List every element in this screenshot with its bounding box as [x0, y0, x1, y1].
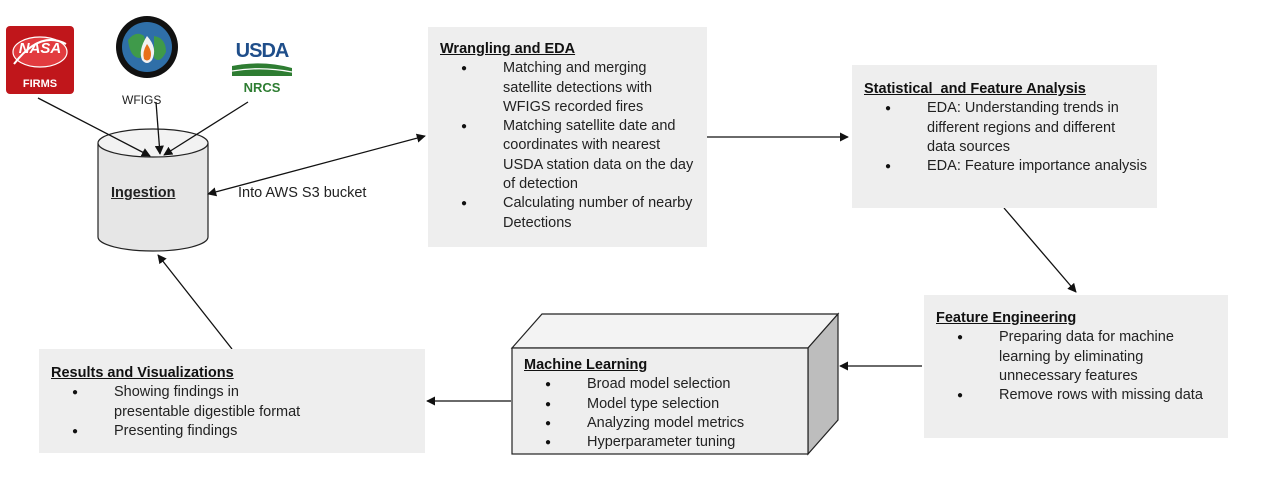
list-item: Model type selection	[524, 395, 798, 415]
arrow-usda-to-ingestion	[163, 101, 249, 156]
firms-logo-text: FIRMS	[22, 78, 58, 90]
wfigs-label: WFIGS	[122, 93, 162, 107]
arrow-statistical-to-feature	[1003, 207, 1077, 293]
arrow-wfigs-to-ingestion	[154, 101, 164, 155]
list-item: EDA: Feature importance analysis	[864, 157, 1147, 177]
statistical-analysis-list: EDA: Understanding trends in different r…	[864, 99, 1147, 176]
results-visualizations-box: Results and Visualizations Showing findi…	[39, 349, 425, 453]
list-item: Matching satellite date and coordinates …	[440, 117, 697, 194]
wfigs-logo	[114, 14, 180, 80]
arrow-results-to-ingestion	[157, 254, 233, 350]
feature-engineering-list: Preparing data for machine learning by e…	[936, 328, 1214, 405]
ingestion-edge-label: Into AWS S3 bucket	[238, 185, 367, 201]
results-visualizations-title: Results and Visualizations	[51, 365, 234, 381]
wrangling-eda-box: Wrangling and EDA Matching and merging s…	[428, 27, 707, 247]
feature-engineering-box: Feature Engineering Preparing data for m…	[924, 295, 1228, 438]
machine-learning-list: Broad model selection Model type selecti…	[524, 375, 798, 452]
ingestion-cylinder	[97, 128, 209, 252]
list-item: Presenting findings	[51, 422, 415, 442]
feature-engineering-title: Feature Engineering	[936, 310, 1077, 326]
list-item: Remove rows with missing data	[936, 386, 1214, 406]
usda-logo-text: USDA	[235, 40, 290, 62]
statistical-analysis-title: Statistical and Feature Analysis	[864, 81, 1086, 97]
list-item: Showing findings in presentable digestib…	[51, 383, 304, 422]
machine-learning-title: Machine Learning	[524, 357, 648, 373]
ingestion-title: Ingestion	[111, 185, 176, 201]
statistical-analysis-box: Statistical and Feature Analysis EDA: Un…	[852, 65, 1157, 208]
machine-learning-box: Machine Learning Broad model selection M…	[512, 348, 808, 454]
list-item: Analyzing model metrics	[524, 414, 798, 434]
usda-nrcs-logo: USDA NRCS	[232, 40, 292, 98]
wrangling-eda-list: Matching and merging satellite detection…	[440, 59, 697, 233]
nrcs-logo-text: NRCS	[243, 80, 281, 95]
nasa-firms-logo: NASA FIRMS	[6, 26, 74, 94]
list-item: Calculating number of nearby Detections	[440, 194, 697, 233]
arrow-firms-to-ingestion	[37, 97, 151, 157]
results-visualizations-list: Showing findings in presentable digestib…	[51, 383, 415, 441]
nasa-logo-text: NASA	[18, 40, 62, 57]
list-item: Preparing data for machine learning by e…	[936, 328, 1214, 386]
list-item: Hyperparameter tuning	[524, 433, 798, 453]
arrow-ingestion-wrangling	[207, 133, 426, 197]
list-item: Matching and merging satellite detection…	[440, 59, 697, 117]
wrangling-eda-title: Wrangling and EDA	[440, 41, 576, 57]
list-item: EDA: Understanding trends in different r…	[864, 99, 1147, 157]
list-item: Broad model selection	[524, 375, 798, 395]
